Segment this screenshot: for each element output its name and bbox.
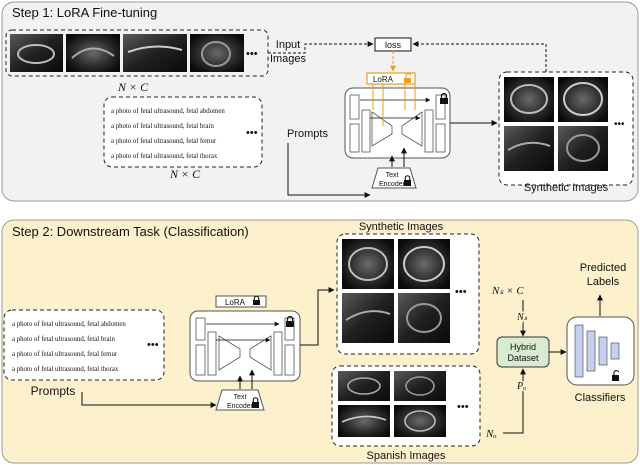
prompt-item: a photo of fetal ultrasound, fetal femur: [111, 138, 217, 145]
unet-step2: [189, 310, 301, 382]
input-images-label-2: Images: [270, 53, 307, 65]
input-image-feature: [17, 44, 55, 64]
prompt-item: a photo of fetal ultrasound, fetal femur: [12, 351, 118, 358]
synthetic-thumbnails-step2: [342, 239, 450, 343]
unet-blocks-step2: [195, 317, 295, 376]
unet-step1: [344, 87, 451, 159]
text-encoder-lock-icon-step1: [404, 175, 411, 186]
input-to-loss-arrow: [268, 41, 374, 54]
synthetic-label-step1: Synthetic Images: [524, 182, 609, 194]
unet-blocks-step1: [349, 94, 446, 153]
lora-lock-icon-step2: [253, 295, 260, 305]
synthetic-label-step2: Synthetic Images: [359, 221, 444, 233]
synthetic-to-loss-arrow: [412, 41, 547, 72]
prompt-item: a photo of fetal ultrasound, fetal abdom…: [12, 321, 126, 328]
input-image-feature: [71, 47, 115, 59]
loss-label: loss: [385, 40, 402, 50]
prompts-box-step2: [3, 309, 165, 381]
spanish-thumbnails: [338, 371, 446, 437]
ns-count-label: Nₛ × C: [491, 285, 524, 297]
no-label: Nₒ: [485, 428, 496, 440]
prompts-box-step1: [103, 96, 263, 168]
classifiers-label: Classifiers: [575, 392, 626, 404]
input-image-thumb: [66, 34, 120, 72]
no-arrow: [503, 368, 526, 434]
prompt-item: a photo of fetal ultrasound, fetal brain: [111, 123, 214, 130]
input-image-feature: [201, 41, 231, 67]
unet-lock-icon-step2: [286, 315, 294, 327]
text-encoder-label-step2: Text: [234, 394, 247, 401]
po-label: Pₒ: [516, 381, 526, 392]
text-encoder-lock-icon-step2: [252, 397, 259, 408]
predicted-labels-label: Predicted: [580, 262, 626, 274]
prompts-label-step2: Prompts: [31, 384, 76, 398]
prompt-item: a photo of fetal ultrasound, fetal brain: [12, 336, 115, 343]
input-image-thumb: [123, 34, 187, 72]
ns-arrow-label: Nₛ: [516, 312, 528, 323]
input-images-label: Input: [276, 39, 300, 51]
unet-lock-icon-step1: [440, 92, 448, 104]
hybrid-dataset-label-2: Dataset: [507, 353, 539, 363]
input-images-ellipsis: •••: [246, 48, 258, 60]
prompts-label-step1: Prompts: [287, 128, 328, 140]
lora-box-step2: [215, 295, 267, 308]
prompts-count-label: N × C: [169, 167, 201, 181]
prompts-ellipsis-step2: •••: [147, 339, 159, 351]
prompts-to-encoder-arrow-step2: [81, 392, 217, 408]
lora-label-step1: LoRA: [373, 75, 394, 84]
classifier-network-icon: [574, 324, 620, 378]
text-encoder-label-step2-2: Encoder: [227, 403, 254, 410]
synthetic-ellipsis-step1: •••: [614, 119, 625, 130]
prompts-ellipsis-step1: •••: [246, 127, 258, 139]
prompt-item: a photo of fetal ultrasound, fetal thora…: [12, 366, 119, 373]
unet-to-synthetic-arrow-step2: [300, 287, 335, 346]
synthetic-ellipsis-step2: •••: [455, 286, 467, 298]
lora-box-step1: [366, 72, 416, 85]
step1-title: Step 1: LoRA Fine-tuning: [12, 5, 157, 20]
lora-label-step2: LoRA: [225, 298, 246, 307]
prompt-item: a photo of fetal ultrasound, fetal thora…: [111, 153, 218, 160]
predicted-labels-label-2: Labels: [587, 276, 620, 288]
spanish-ellipsis: •••: [457, 401, 469, 413]
input-images-count-label: N × C: [117, 80, 149, 94]
synthetic-thumbnails-step1: [504, 77, 608, 171]
step2-title: Step 2: Downstream Task (Classification): [12, 224, 249, 239]
text-encoder-label-step1: Text: [386, 172, 399, 179]
text-encoder-label-step1-2: Encoder: [379, 181, 406, 188]
prompts-to-encoder-arrow-step1: [287, 143, 371, 198]
lora-unlock-icon: [404, 73, 412, 83]
input-image-thumbnails: [10, 34, 244, 72]
classifier-unlock-icon: [612, 369, 620, 381]
prompt-item: a photo of fetal ultrasound, fetal abdom…: [111, 108, 225, 115]
input-image-feature: [127, 45, 183, 53]
hybrid-dataset-label: Hybrid: [510, 342, 536, 352]
spanish-label: Spanish Images: [367, 450, 446, 462]
lora-orange-links-step1: [372, 84, 416, 126]
